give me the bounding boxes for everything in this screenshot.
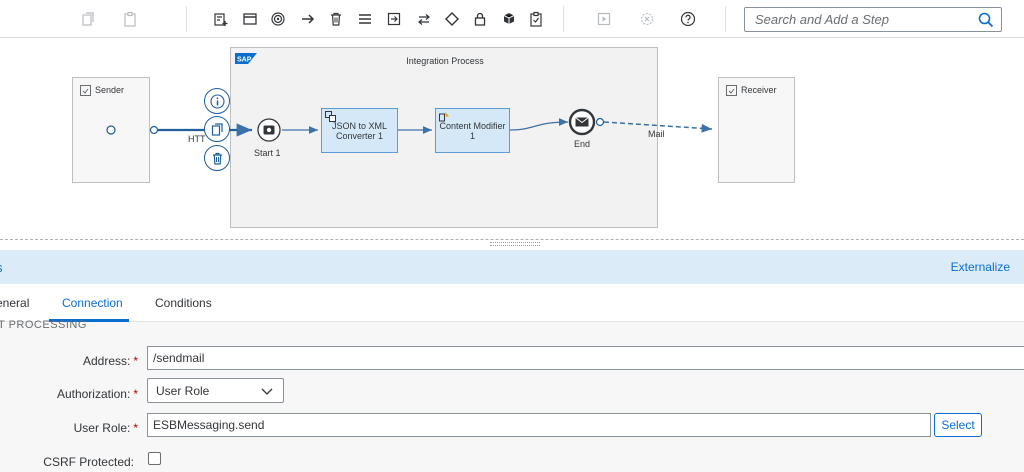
select-user-role-button[interactable]: Select [934,413,982,437]
mail-channel-line[interactable] [603,121,713,133]
search-icon[interactable] [977,11,995,29]
paste-icon[interactable] [120,8,140,30]
palette-toolbar [0,0,1024,38]
participant-icon [726,85,737,96]
connection-form: T PROCESSING Address:* Authorization:* U… [0,319,1024,472]
address-input[interactable] [147,346,1024,370]
sequence-flow[interactable] [509,118,569,131]
content-modifier-step[interactable]: Content Modifier 1 [435,108,510,153]
integration-process-title: Integration Process [406,56,484,66]
sender-endpoint[interactable] [106,125,116,135]
flow-connectors [106,108,713,143]
sender-title: Sender [95,85,125,95]
sap-logo-text: SAP [237,57,252,64]
menu-icon[interactable] [355,8,375,30]
info-icon [209,93,225,109]
receiver-title: Receiver [741,85,777,95]
trash-icon [212,152,222,165]
step-search-box [744,7,1002,32]
sap-logo: SAP [235,53,257,64]
sender-channel-label: HTT [188,134,206,144]
receiver-pool[interactable]: Receiver [718,77,795,183]
participant-icon [80,85,91,96]
properties-header: s Externalize [0,250,1024,284]
panel-splitter[interactable] [0,239,1024,249]
address-label: Address: [82,354,131,368]
integration-flow-canvas[interactable]: Sender Receiver SAP Integration Process [0,39,1024,239]
section-heading: T PROCESSING [0,319,87,331]
mail-channel-label: Mail [648,129,665,139]
help-icon[interactable] [678,8,698,30]
tab-conditions[interactable]: Conditions [155,296,212,310]
splitter-grip[interactable] [490,242,540,246]
authorization-value: User Role [156,384,210,398]
trash-icon[interactable] [326,8,346,30]
copy-button[interactable] [204,116,230,142]
mail-channel-start[interactable] [595,117,605,127]
chevron-down-icon [261,388,273,395]
content-modifier-icon [439,112,449,122]
channel-start-point[interactable] [149,125,159,135]
package-icon[interactable] [499,8,519,30]
tab-connection[interactable]: Connection [62,296,123,310]
required-mark: * [133,421,138,435]
authorization-select[interactable]: User Role [147,378,284,403]
csrf-label: CSRF Protected: [43,455,134,469]
swap-icon[interactable] [414,8,434,30]
csrf-protected-checkbox[interactable] [148,452,161,465]
required-mark: * [133,387,138,401]
clipboard-icon[interactable] [526,8,546,30]
required-mark: * [133,354,138,368]
copy-icon [211,122,223,136]
window-icon[interactable] [240,8,260,30]
authorization-label-wrap: Authorization:* [0,387,138,401]
json-step-line2: Converter 1 [335,131,384,141]
cancel-icon[interactable] [637,8,657,30]
diamond-icon[interactable] [442,8,462,30]
toolbar-separator [186,6,187,32]
arrow-right-icon[interactable] [298,8,318,30]
json-step-line1: JSON to XML [331,121,387,131]
toolbar-separator [725,6,726,32]
add-step-icon[interactable] [211,8,231,30]
toolbar-separator [563,6,564,32]
delete-button[interactable] [204,145,230,171]
start-event-label: Start 1 [254,148,281,158]
active-tab-indicator [49,319,129,322]
authorization-label: Authorization: [56,387,131,401]
lock-icon[interactable] [470,8,490,30]
info-button[interactable] [204,88,230,114]
json-to-xml-step[interactable]: JSON to XML Converter 1 [321,108,398,153]
end-event-label: End [574,139,591,149]
address-label-wrap: Address:* [0,354,138,368]
properties-title: s [0,260,3,275]
converter-icon [325,111,336,122]
run-icon[interactable] [594,8,614,30]
externalize-link[interactable]: Externalize [950,260,1010,274]
import-icon[interactable] [384,8,404,30]
target-icon[interactable] [268,8,288,30]
user-role-input[interactable] [147,413,931,437]
copy-icon[interactable] [78,8,98,30]
step-search-input[interactable] [745,8,973,31]
user-role-label: User Role: [73,421,131,435]
content-step-line2: 1 [469,131,475,141]
content-step-line1: Content Modifier [439,121,506,131]
user-role-label-wrap: User Role:* [0,421,138,435]
